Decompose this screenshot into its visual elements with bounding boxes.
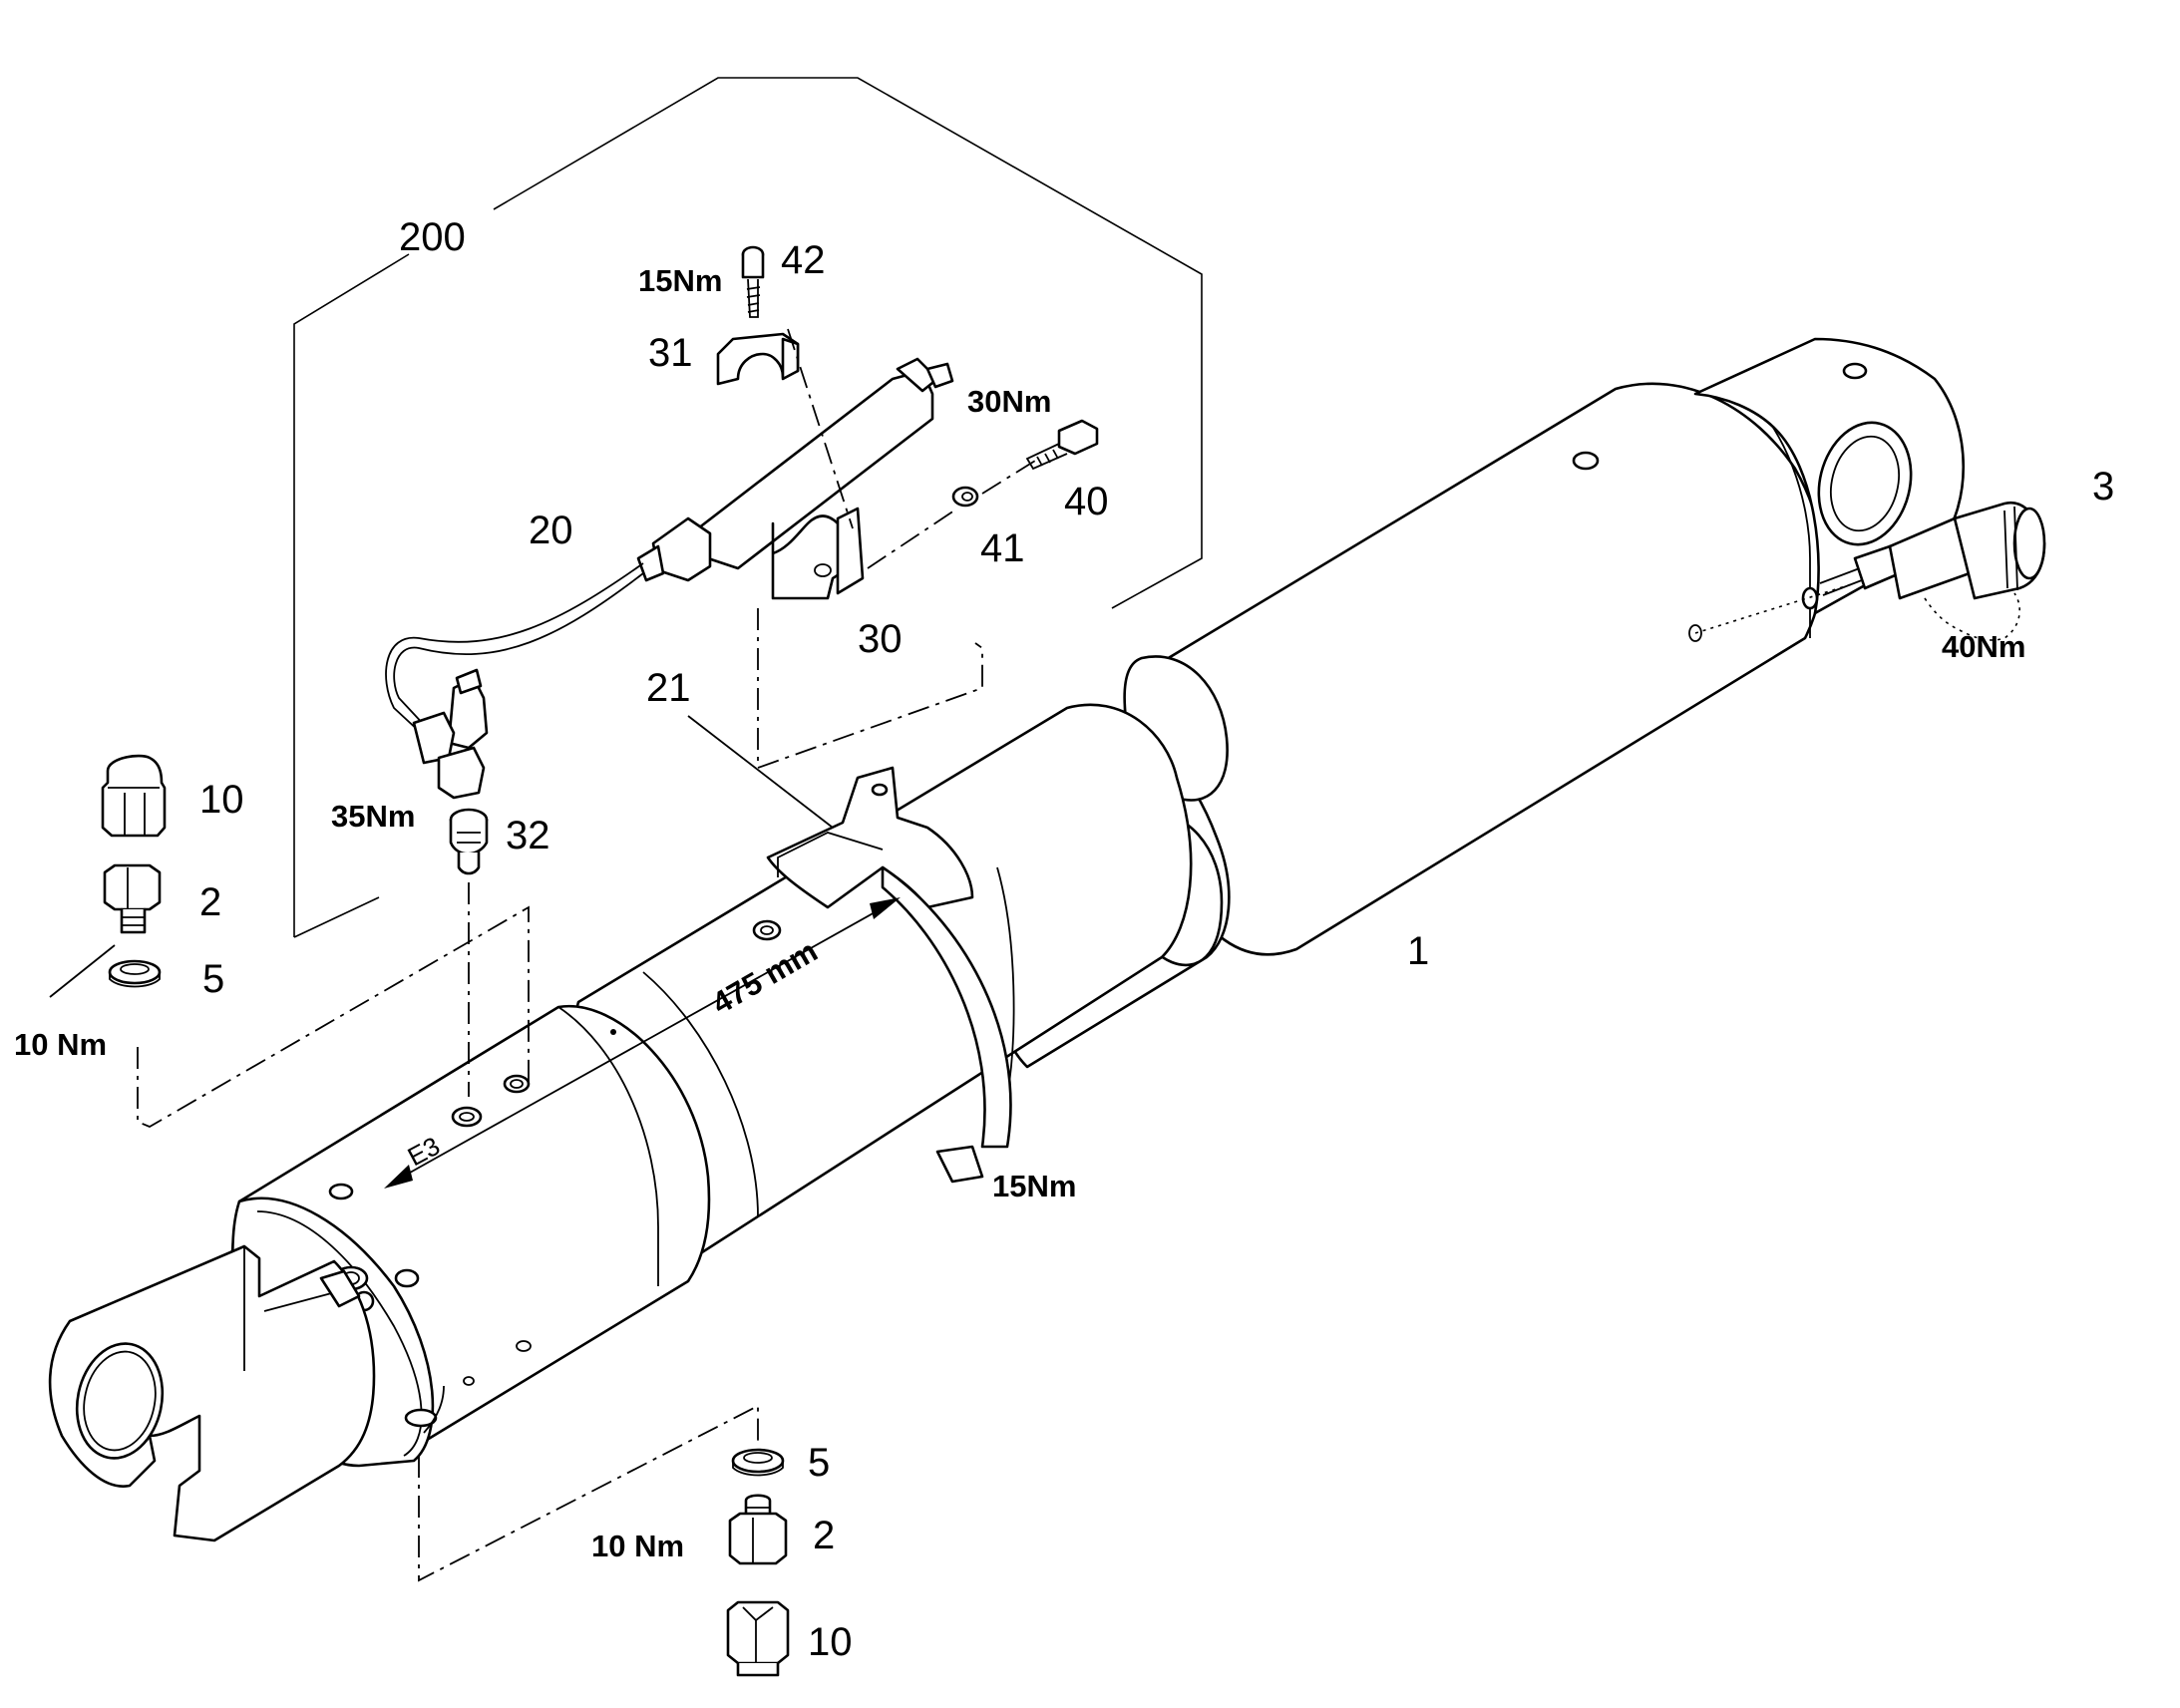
callout-seal-5-left: 5	[202, 957, 224, 1001]
callout-fitting-32: 32	[506, 814, 550, 857]
callout-screw-42: 42	[781, 238, 826, 282]
washer-41	[951, 486, 979, 508]
plug-2-left	[103, 863, 162, 934]
torque-test-coupling: 40Nm	[1942, 629, 2025, 664]
test-coupling-3	[1819, 501, 2046, 641]
torque-strap: 15Nm	[992, 1169, 1076, 1203]
screw-42	[741, 245, 765, 318]
cap-10-left	[101, 754, 167, 838]
torque-fitting-32: 35Nm	[331, 799, 415, 834]
callout-test-coupling-3: 3	[2092, 465, 2114, 509]
callout-clamp-30: 30	[858, 617, 903, 661]
callout-washer-41: 41	[980, 526, 1025, 570]
seal-5-left	[108, 959, 162, 988]
torque-screw-42: 15Nm	[638, 263, 722, 298]
torque-plug-bottom: 10 Nm	[591, 1529, 684, 1563]
cylinder-body	[48, 337, 1966, 1542]
bolt-40	[1025, 419, 1099, 471]
hose-20	[385, 357, 954, 800]
plug-2-bottom	[728, 1494, 788, 1565]
callout-assembly-200: 200	[399, 215, 466, 259]
assembly-leaders	[49, 328, 1856, 1582]
fitting-32	[449, 808, 489, 875]
callout-hose-20: 20	[529, 509, 573, 552]
bracket-21	[766, 766, 1012, 1184]
seal-5-bottom	[731, 1448, 785, 1477]
callout-plug-2-left: 2	[199, 880, 221, 924]
callout-cap-10-left: 10	[199, 778, 244, 822]
callout-seal-5-bottom: 5	[808, 1441, 830, 1485]
callout-cylinder-1: 1	[1407, 929, 1429, 973]
torque-bolt-40: 30Nm	[967, 384, 1051, 419]
torque-plug-left: 10 Nm	[14, 1027, 107, 1062]
assembly-200-frame	[293, 77, 1203, 938]
callout-bolt-40: 40	[1064, 480, 1109, 523]
callout-cap-10-bottom: 10	[808, 1620, 853, 1664]
callout-bracket-21: 21	[646, 666, 691, 710]
clamp-30	[771, 507, 865, 600]
callout-clamp-31: 31	[648, 331, 693, 375]
cap-10-bottom	[726, 1600, 790, 1677]
callout-plug-2-bottom: 2	[813, 1514, 835, 1557]
clamp-31	[716, 332, 800, 386]
